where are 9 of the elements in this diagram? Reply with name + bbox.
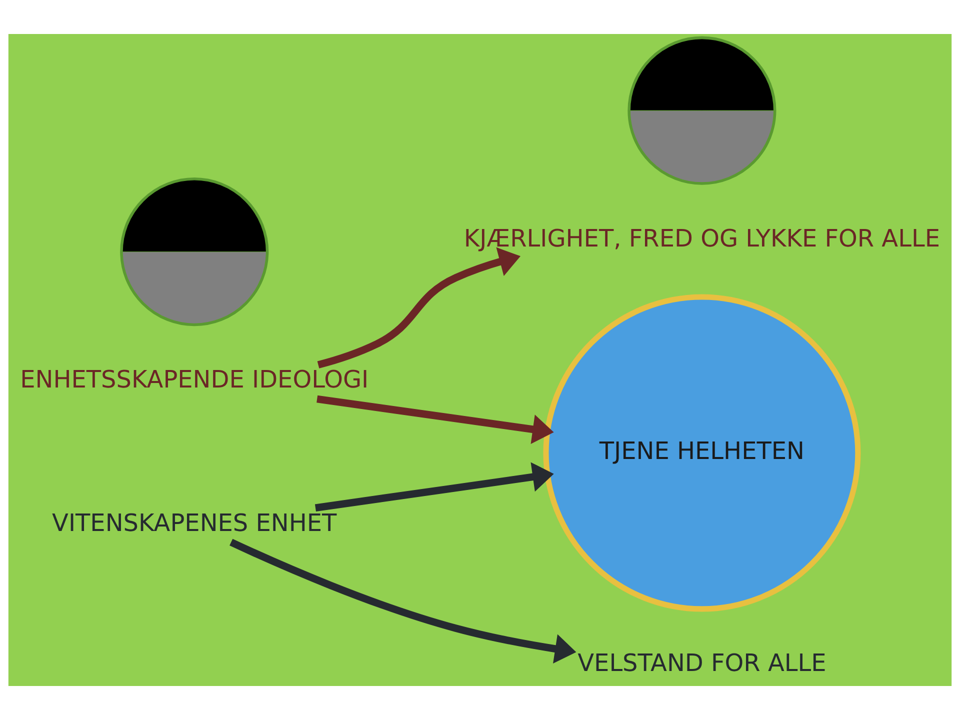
- arrow: [230, 538, 576, 664]
- arrow: [316, 395, 554, 444]
- node-text: ENHETSSKAPENDE IDEOLOGI: [20, 366, 369, 394]
- arrow: [314, 462, 554, 512]
- node-text: VELSTAND FOR ALLE: [578, 649, 826, 678]
- node-text: KJÆRLIGHET, FRED OG LYKKE FOR ALLE: [464, 224, 940, 253]
- node-circle: TJENE HELHETEN: [543, 294, 861, 612]
- arrow: [317, 247, 520, 368]
- node-text: VITENSKAPENES ENHET: [52, 508, 337, 537]
